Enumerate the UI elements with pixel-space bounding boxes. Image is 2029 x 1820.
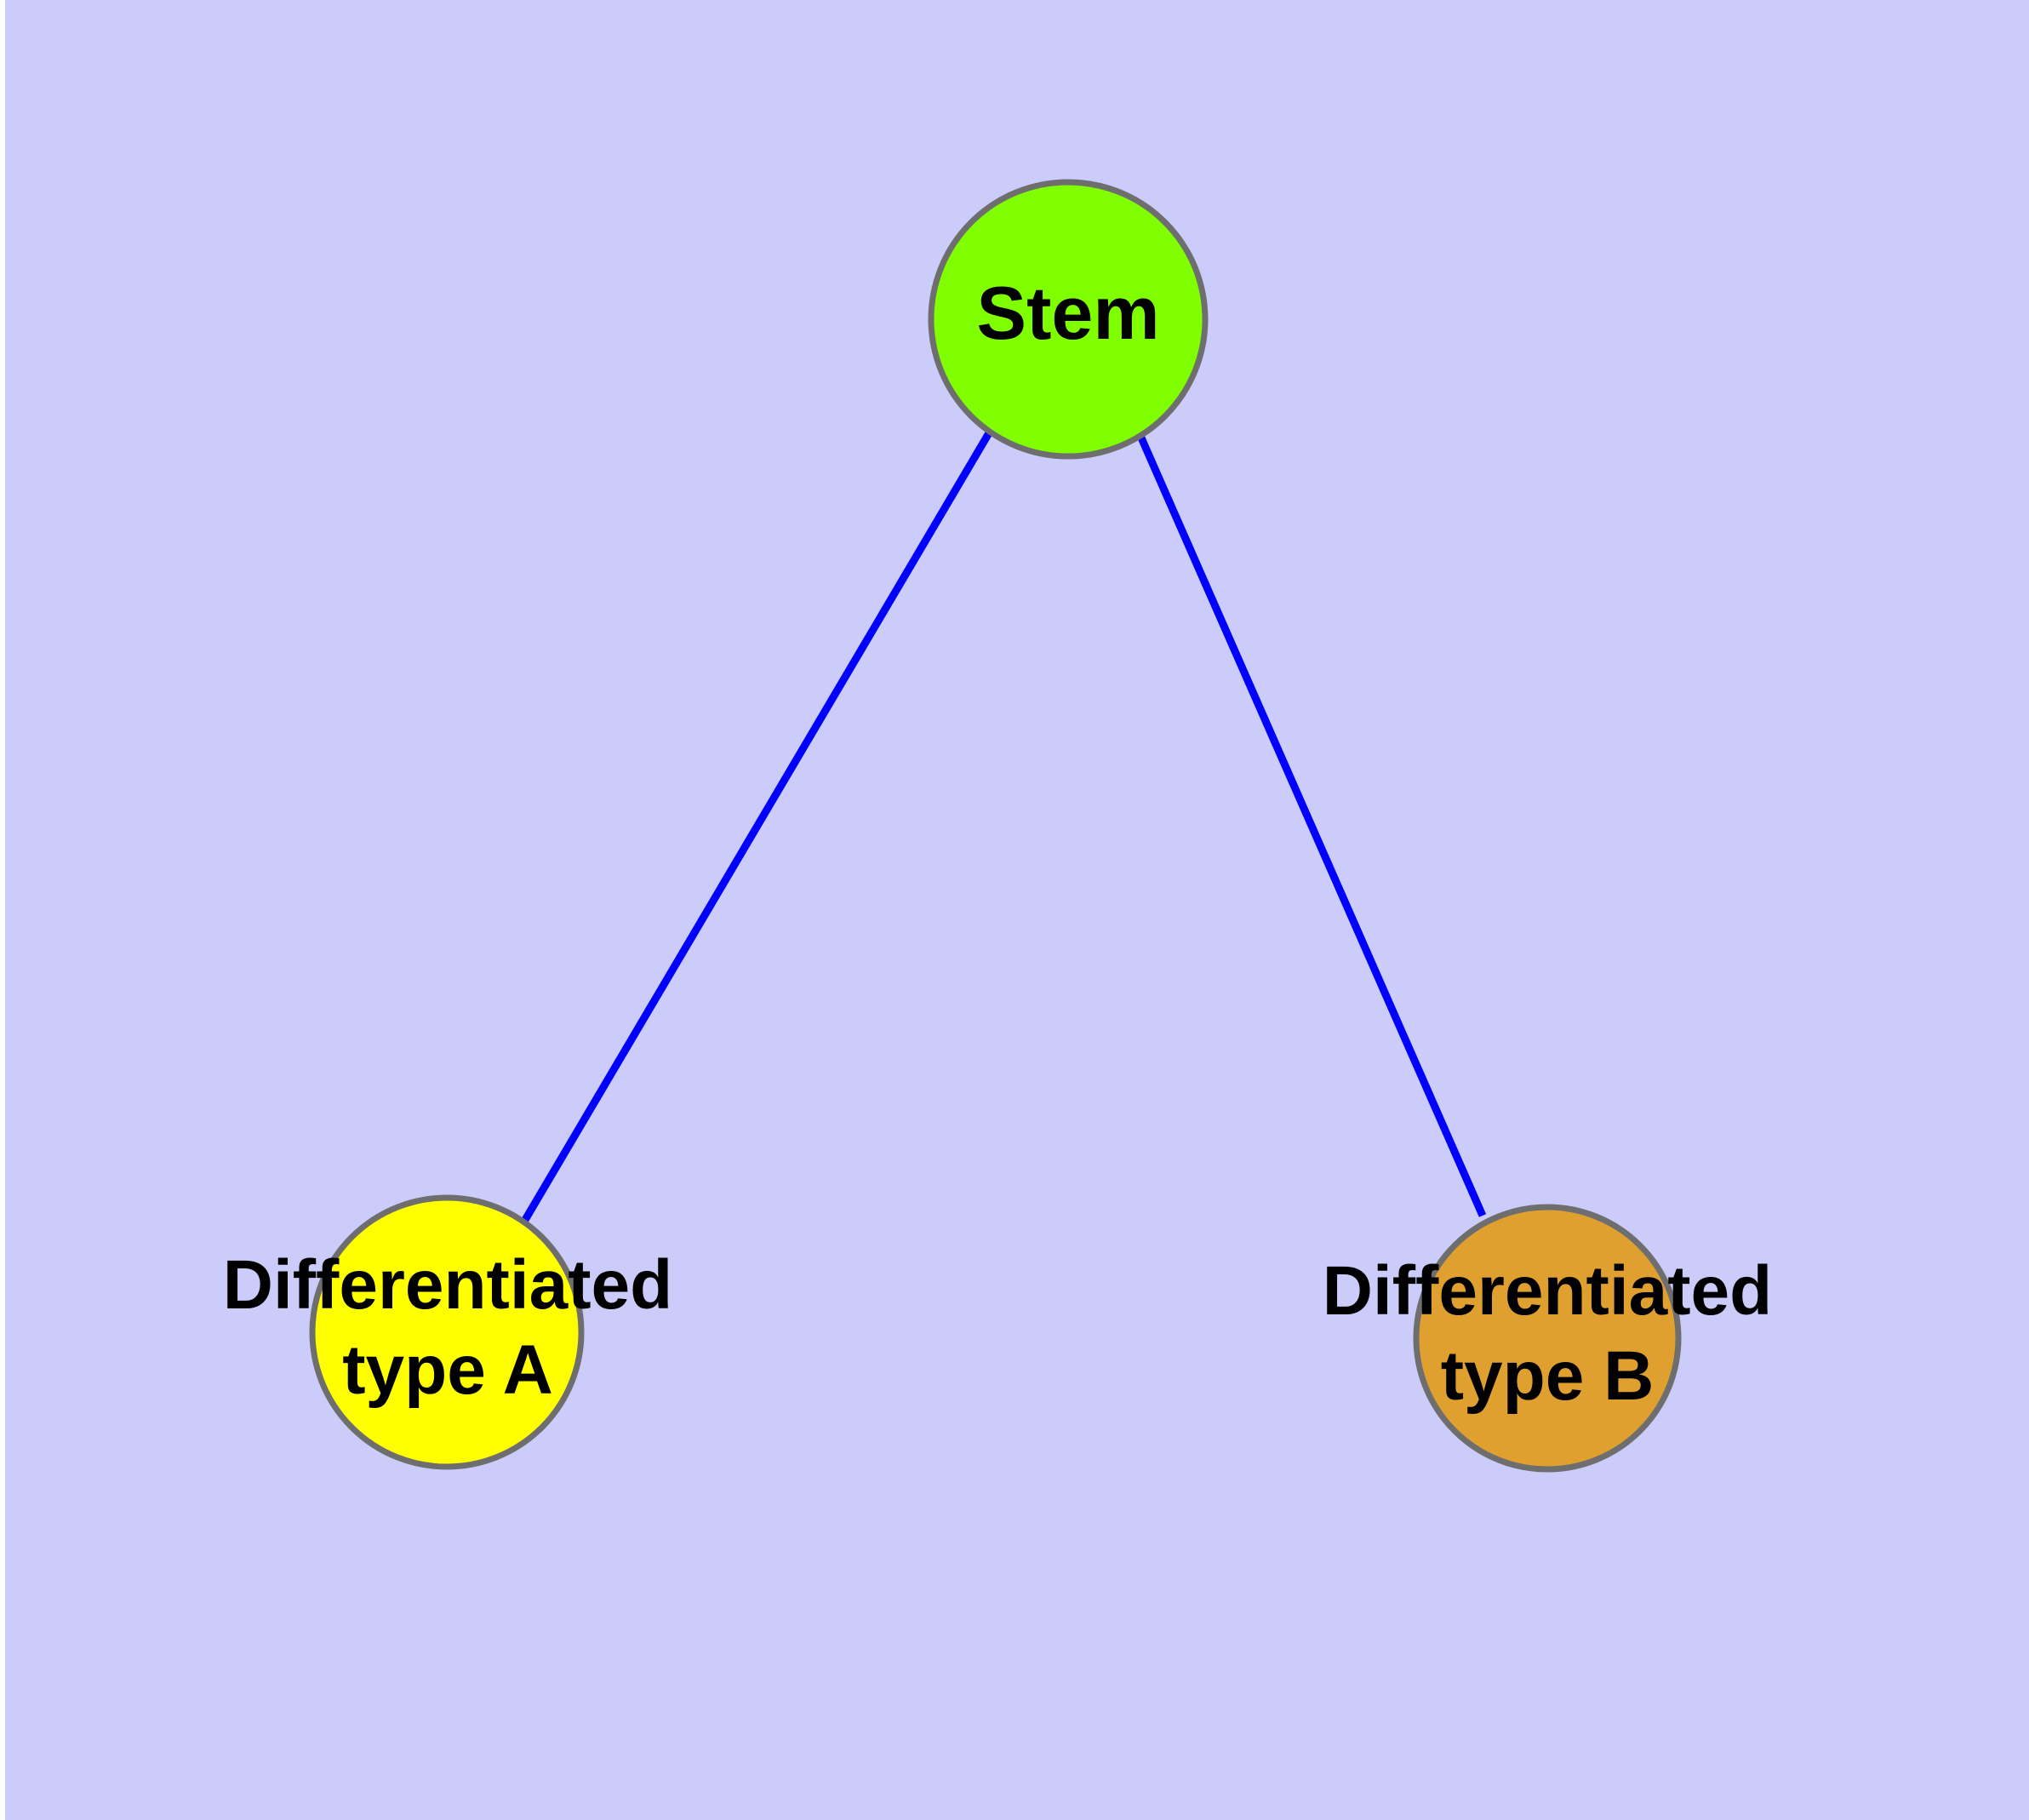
- node-stem-circle[interactable]: [928, 179, 1209, 460]
- node-diff-a-circle[interactable]: [309, 1194, 585, 1470]
- node-label-line: Stem: [976, 271, 1159, 355]
- node-label-line: type A: [342, 1331, 553, 1409]
- node-stem-label: Stem: [976, 271, 1159, 355]
- node-diff-b-circle[interactable]: [1413, 1204, 1682, 1473]
- edge-stem-to-diff-a[interactable]: [522, 429, 993, 1222]
- edges-layer: [522, 429, 1487, 1222]
- node-label-line: type B: [1441, 1337, 1655, 1415]
- nodes-layer: [309, 179, 1682, 1473]
- edge-stem-to-diff-b[interactable]: [1136, 434, 1487, 1217]
- node-label-line: Differentiated: [223, 1246, 673, 1324]
- node-label-line: Differentiated: [1323, 1252, 1773, 1330]
